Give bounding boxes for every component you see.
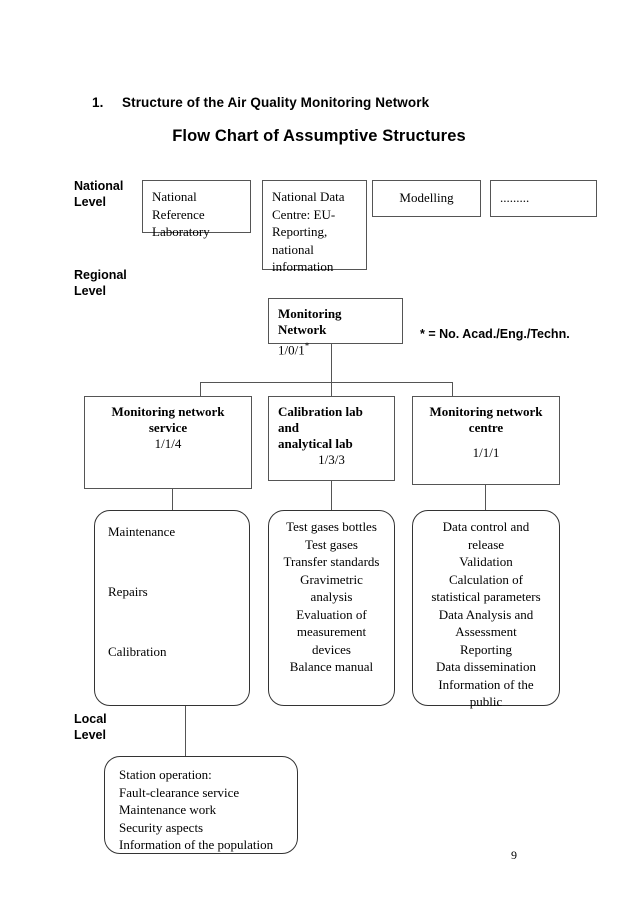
box-ratio: 1/0/1*: [278, 341, 310, 358]
box-text: National Reference Laboratory: [152, 189, 210, 239]
box-ratio: 1/3/3: [318, 452, 345, 467]
box-title: Calibration lab and analytical lab: [278, 404, 363, 451]
box-text: Station operation: Fault-clearance servi…: [119, 767, 274, 852]
page-title: Structure of the Air Quality Monitoring …: [122, 95, 430, 110]
connector-service-down: [172, 489, 173, 510]
box-calibration-analytical-lab[interactable]: Calibration lab and analytical lab 1/3/3: [268, 396, 395, 481]
box-station-operation[interactable]: Station operation: Fault-clearance servi…: [104, 756, 298, 854]
heading-number: 1.: [92, 95, 104, 110]
footnote-legend: * = No. Acad./Eng./Techn.: [420, 327, 570, 341]
level-label-national: National Level: [74, 179, 124, 209]
box-national-reference-laboratory[interactable]: National Reference Laboratory: [142, 180, 251, 239]
connector-centre-down: [485, 485, 486, 510]
box-ratio: 1/1/1: [472, 445, 500, 460]
box-title: Monitoring network centre: [429, 404, 543, 435]
chart-subtitle: Flow Chart of Assumptive Structures: [172, 127, 466, 145]
box-text: Modelling: [399, 190, 454, 205]
box-title: Monitoring Network: [278, 306, 342, 337]
box-text: Test gases bottles Test gases Transfer s…: [283, 519, 380, 674]
box-monitoring-network-centre[interactable]: Monitoring network centre 1/1/1: [412, 396, 560, 485]
connector-bus: [200, 382, 453, 383]
footnote-marker: *: [304, 341, 310, 351]
box-monitoring-network-service[interactable]: Monitoring network service 1/1/4: [84, 396, 252, 489]
box-modelling[interactable]: Modelling: [372, 180, 481, 217]
box-text: .........: [500, 190, 530, 205]
connector-branch-middle: [331, 382, 332, 396]
connector-branch-left: [200, 382, 201, 396]
connector-lab-down: [331, 481, 332, 510]
connector-local-down: [185, 706, 186, 756]
box-tasks-data-centre[interactable]: Data control and release Validation Calc…: [412, 510, 560, 709]
level-label-local: Local Level: [74, 712, 107, 742]
box-national-data-centre[interactable]: National Data Centre: EU- Reporting, nat…: [262, 180, 367, 274]
box-tasks-calibration[interactable]: Test gases bottles Test gases Transfer s…: [268, 510, 395, 706]
connector-network-down: [331, 344, 332, 382]
box-tasks-service[interactable]: Maintenance Repairs Calibration: [94, 510, 250, 706]
level-label-regional: Regional Level: [74, 268, 127, 298]
box-ellipsis[interactable]: .........: [490, 180, 597, 217]
page-number: 9: [511, 848, 517, 862]
box-text: Data control and release Validation Calc…: [431, 519, 541, 709]
box-monitoring-network[interactable]: Monitoring Network 1/0/1*: [268, 298, 403, 357]
connector-branch-right: [452, 382, 453, 396]
box-text: Maintenance Repairs Calibration: [108, 524, 176, 659]
box-text: National Data Centre: EU- Reporting, nat…: [272, 189, 345, 274]
box-ratio: 1/1/4: [154, 436, 182, 451]
box-title: Monitoring network service: [111, 404, 225, 435]
